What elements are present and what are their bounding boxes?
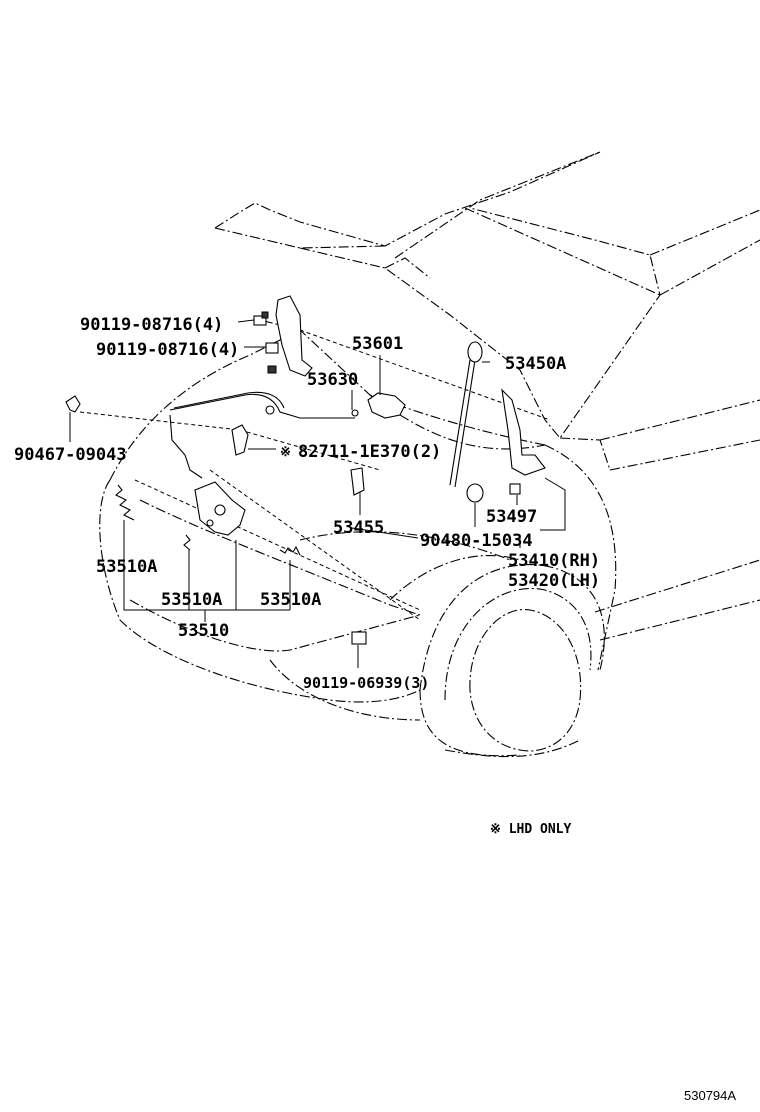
spring-main [115,484,135,521]
label-stay-holder: 53455 [333,518,384,538]
label-lock-assy: 53601 [352,334,403,354]
label-spring-center: 53510A [161,590,222,610]
grommet [466,483,484,503]
stay-rod [449,359,471,486]
bolt-bottom [351,631,367,645]
ref-mark: ※ [280,445,291,460]
windshield-outline [394,151,601,259]
stay-holder [350,467,365,496]
label-stay-rod: 53450A [505,354,566,374]
spring-right [279,545,301,556]
spring-center [183,534,191,551]
hood-panel-outline [214,151,601,247]
label-grommet: 90480-15034 [420,531,533,551]
leader-lines [69,319,566,668]
label-release-cable: 53630 [307,370,358,390]
hood-catch [367,392,406,419]
hood-hinge-rh [501,388,546,476]
clip-left [65,395,81,413]
figure-number: 530794A [684,1088,736,1103]
fender-outline [544,444,617,671]
label-clamp: 82711-1E370(2) [298,442,441,462]
tire-outline [469,609,582,752]
hood-cushion [509,483,521,495]
parts [65,295,546,645]
label-bolt-lower: 90119-08716(4) [96,340,239,360]
label-clip-left: 90467-09043 [14,445,127,465]
bolt-lower [265,342,279,374]
clamp [231,424,249,456]
labels: 90119-08716(4) 90119-08716(4) 53601 5345… [14,315,736,1103]
bolt-upper [253,311,269,326]
release-cable [169,393,355,419]
label-spring-right: 53510A [260,590,321,610]
label-bolt-upper: 90119-08716(4) [80,315,223,335]
front-bumper-outline [99,479,421,703]
label-lock-assembly: 53510 [178,621,229,641]
wheel-arch-outline [419,564,605,691]
label-hinge-rh: 53410(RH) [508,551,600,571]
label-hinge-lh: 53420(LH) [508,571,600,591]
hood-hinge-lh [275,295,313,377]
label-hood-cushion: 53497 [486,507,537,527]
lhd-only-note: ※ LHD ONLY [490,822,572,837]
label-bolt-bottom: 90119-06939(3) [303,674,429,692]
label-spring-main: 53510A [96,557,157,577]
